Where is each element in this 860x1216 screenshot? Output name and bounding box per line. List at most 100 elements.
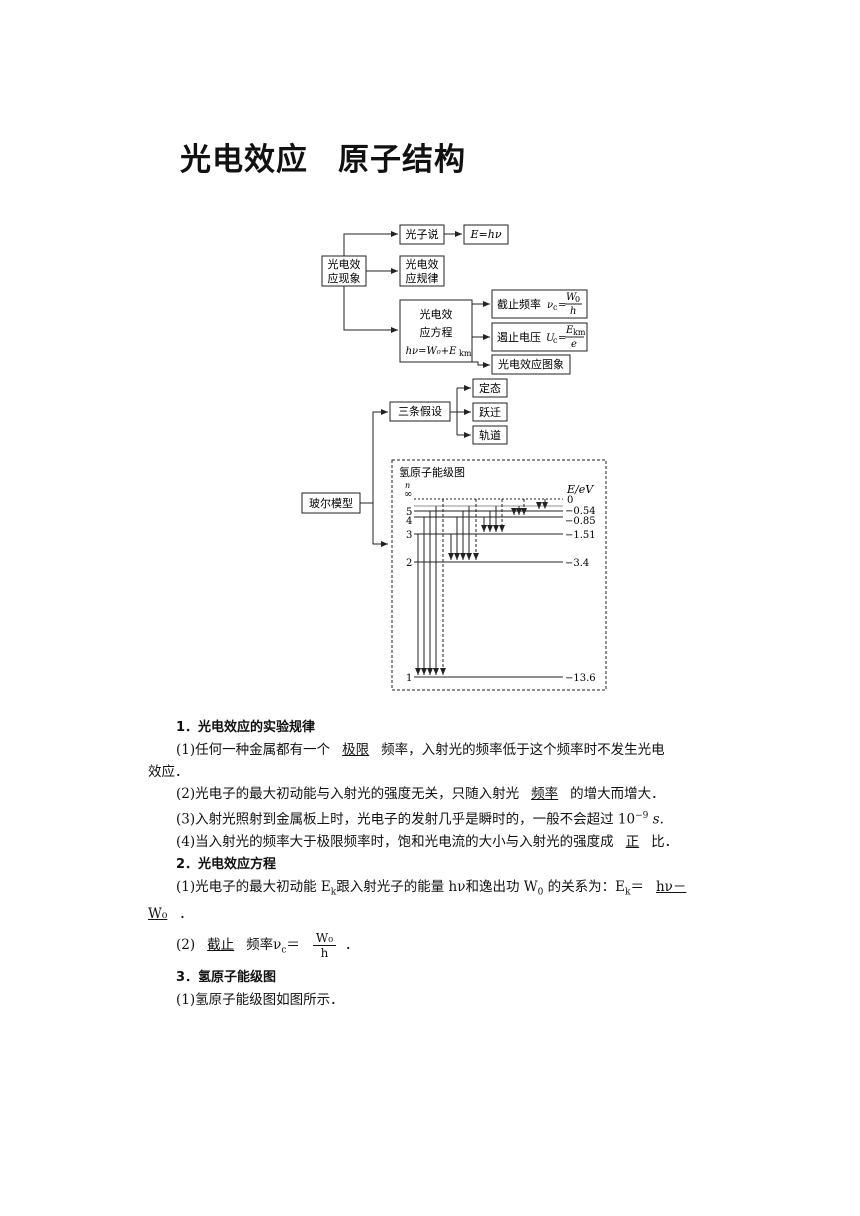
pe-equation-subscript: km (459, 349, 472, 358)
s1-p4-answer: 正 (625, 833, 640, 850)
section-experimental-laws: 1．光电效应的实验规律 (1)任何一种金属都有一个极限频率，入射光的频率低于这个… (148, 716, 738, 1011)
pe-law-label-1: 光电效 (406, 257, 439, 271)
s2-p1-text-d: ＝ (630, 878, 644, 895)
pe-law-label-2: 应规律 (406, 271, 439, 285)
level-e-5: −0.54 (565, 506, 596, 517)
three-postulates-label: 三条假设 (398, 404, 442, 418)
s2-p1-text-c: 的关系为：E (543, 878, 625, 895)
s1-p2-text-a: (2)光电子的最大初动能与入射光的强度无关，只随入射光 (176, 786, 520, 802)
energy-level-diagram-title: 氢原子能级图 (399, 465, 465, 479)
section-1-heading: 1．光电效应的实验规律 (176, 720, 316, 735)
pe-equation-formula: hν=W₀+E (406, 346, 458, 357)
s1-p3-text-b: s. (648, 811, 664, 828)
s2-p1-text-a: (1)光电子的最大初动能 E (176, 878, 331, 895)
section-1-item-3: (3)入射光照射到金属板上时，光电子的发射几乎是瞬时的，一般不会超过 10−9 … (148, 805, 738, 831)
s2-p1-answer-cont: W₀ (148, 906, 168, 923)
transition-box (472, 402, 508, 422)
level-n-5: 5 (406, 507, 412, 518)
page-title: 光电效应原子结构 (180, 134, 466, 179)
s2-p1-text-b: 跟入射光子的能量 hν和逸出功 W (336, 878, 538, 895)
s1-p3-text-a: (3)入射光照射到金属板上时，光电子的发射几乎是瞬时的，一般不会超过 10 (176, 811, 636, 828)
transition-arrows (415, 499, 548, 675)
energy-axis-label: E/eV (566, 483, 594, 496)
section-3-item-1: (1)氢原子能级图如图所示． (176, 991, 344, 1008)
level-n-infinity: ∞ (404, 489, 412, 500)
s1-p4-text-b: 比． (651, 833, 679, 850)
s1-p2-answer: 频率 (531, 786, 559, 802)
title-part-1: 光电效应 (180, 142, 308, 178)
level-e-infinity: 0 (567, 495, 573, 506)
stopping-numerator-subscript: km (573, 328, 586, 337)
bohr-model-label: 玻尔模型 (309, 496, 353, 510)
s2-p2-text-d: ． (345, 937, 359, 954)
cutoff-equals: = (558, 300, 566, 311)
arrow-to-three-postulates (360, 409, 388, 504)
level-e-4: −0.85 (565, 516, 596, 527)
level-n-2: 2 (406, 558, 412, 569)
arrow-to-photon-theory (343, 231, 398, 256)
cutoff-numerator: W (566, 292, 577, 303)
pe-equation-label-1: 光电效 (420, 307, 453, 321)
photoelectric-effect-label-2: 应现象 (328, 271, 361, 285)
title-part-2: 原子结构 (338, 142, 466, 178)
s1-p1-text-a: (1)任何一种金属都有一个 (176, 742, 331, 758)
pe-equation-label-2: 应方程 (420, 325, 453, 339)
s2-p1-sub-1: k (330, 887, 337, 898)
s1-p1-text-b: 频率，入射光的频率低于这个频率时不发生光电 (381, 742, 665, 758)
level-e-3: −1.51 (565, 530, 596, 541)
stopping-numerator: E (565, 325, 574, 336)
s2-p2-text-c: ＝ (286, 937, 300, 954)
transition-label: 跃迁 (479, 405, 501, 419)
section-1-item-1: (1)任何一种金属都有一个极限频率，入射光的频率低于这个频率时不发生光电 (148, 739, 738, 761)
stationary-state-label: 定态 (479, 381, 501, 395)
pe-equation-box (399, 299, 473, 363)
orbit-box (472, 425, 508, 445)
s2-p1-sub-3: k (625, 887, 631, 898)
section-3-heading: 3．氢原子能级图 (176, 969, 277, 985)
s2-p2-answer: 截止 (207, 937, 235, 954)
photoelectric-effect-label-1: 光电效 (328, 257, 361, 271)
stopping-voltage-symbol: U (546, 333, 555, 344)
s2-p2-numerator: W₀ (312, 931, 337, 947)
orbit-label: 轨道 (479, 428, 501, 442)
section-1-item-1-cont: 效应． (148, 764, 189, 780)
s2-p2-sub: c (281, 945, 287, 956)
photon-theory-label: 光子说 (406, 227, 439, 241)
section-1-item-2: (2)光电子的最大初动能与入射光的强度无关，只随入射光频率的增大而增大． (148, 783, 738, 805)
s1-p2-text-b: 的增大而增大． (570, 786, 665, 802)
pe-law-box (399, 255, 445, 287)
level-n-3: 3 (406, 530, 412, 541)
energy-level-diagram-frame (391, 459, 607, 691)
s2-p2-text-a: (2) (176, 937, 196, 954)
section-2-item-1: (1)光电子的最大初动能 Ek跟入射光子的能量 hν和逸出功 W0 的关系为：E… (148, 876, 738, 904)
stopping-denominator: e (571, 339, 577, 350)
photon-energy-box (463, 224, 509, 245)
level-e-2: −3.4 (565, 558, 589, 569)
stopping-voltage-subscript: c (553, 336, 558, 345)
photon-energy-formula: E=hν (469, 228, 501, 241)
level-n-1: 1 (406, 673, 412, 684)
s2-p1-answer: hν－ (655, 878, 687, 895)
s1-p4-text-a: (4)当入射光的频率大于极限频率时，饱和光电流的大小与入射光的强度成 (176, 833, 614, 850)
s2-p1-sub-2: 0 (537, 887, 544, 898)
section-2-heading: 2．光电效应方程 (176, 856, 277, 872)
s2-p2-text-b: 频率ν (246, 937, 282, 954)
stopping-voltage-label: 遏止电压 (497, 331, 541, 344)
arrow-to-pe-equation (343, 286, 398, 333)
arrow-to-energy-level-diagram (372, 503, 388, 547)
s2-p2-denominator: h (320, 946, 329, 961)
s1-p1-answer: 极限 (342, 742, 370, 758)
cutoff-numerator-subscript: 0 (575, 295, 580, 304)
pe-graph-label: 光电效应图象 (498, 357, 564, 371)
quantum-number-label: n (405, 481, 410, 490)
s1-p3-exponent: −9 (635, 811, 649, 821)
arrow-to-pe-graph (472, 361, 490, 368)
stopping-equals: = (558, 333, 566, 344)
pe-graph-box (491, 354, 571, 375)
cutoff-denominator: h (570, 306, 576, 317)
level-e-1: −13.6 (565, 673, 596, 684)
concept-diagram: 光电效 应现象 光子说 E=hν 光电效 应规律 光电效 应方程 hν=W₀+E… (301, 224, 607, 691)
cutoff-frequency-symbol: ν (547, 300, 553, 311)
